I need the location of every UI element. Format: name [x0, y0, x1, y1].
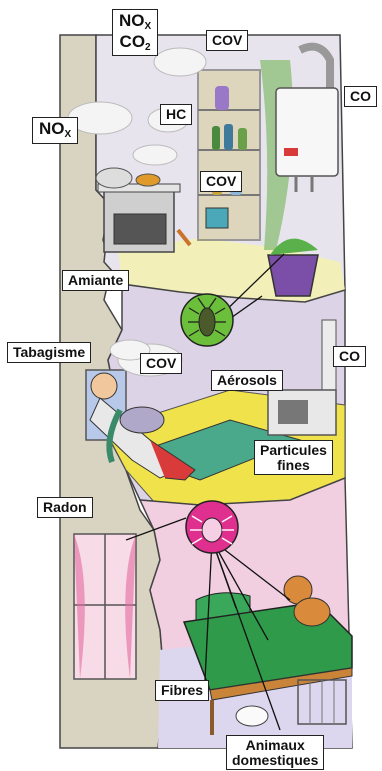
label-nox-co2: NOX CO2 [112, 9, 159, 56]
broom [176, 228, 192, 247]
boiler [275, 42, 339, 192]
bucket [205, 207, 229, 229]
label-aerosols: Aérosols [211, 370, 283, 391]
label-fibres: Fibres [155, 680, 210, 701]
label-animaux-domestiques: Animaux domestiques [226, 735, 325, 771]
label-cov-top: COV [206, 30, 249, 51]
label-tabagisme: Tabagisme [7, 342, 92, 363]
label-radon: Radon [37, 497, 93, 518]
dust-mite-icon [185, 500, 239, 554]
label-particules-fines: Particules fines [254, 440, 333, 476]
rabbit [235, 705, 269, 727]
pet-cage [297, 679, 347, 725]
bedroom-window [73, 533, 137, 680]
wood-stove [267, 319, 337, 436]
label-amiante: Amiante [62, 270, 130, 291]
gas-stove [95, 167, 181, 253]
label-co2: CO2 [119, 31, 151, 53]
teddy-bear [283, 575, 331, 627]
label-nox-left: NOX [32, 117, 79, 144]
trash-can [267, 238, 319, 297]
smoking-person [89, 372, 196, 481]
cloud-top [153, 47, 207, 77]
label-co-stove: CO [333, 346, 366, 367]
label-hc: HC [160, 104, 193, 125]
label-cov-living: COV [140, 353, 183, 374]
cockroach-icon [180, 293, 234, 347]
label-co-boiler: CO [344, 86, 377, 107]
pointer-lines [125, 253, 291, 731]
label-cov-kitchen: COV [200, 171, 243, 192]
label-nox-top: NOX [119, 11, 152, 32]
cloud-kitchen [132, 144, 178, 166]
